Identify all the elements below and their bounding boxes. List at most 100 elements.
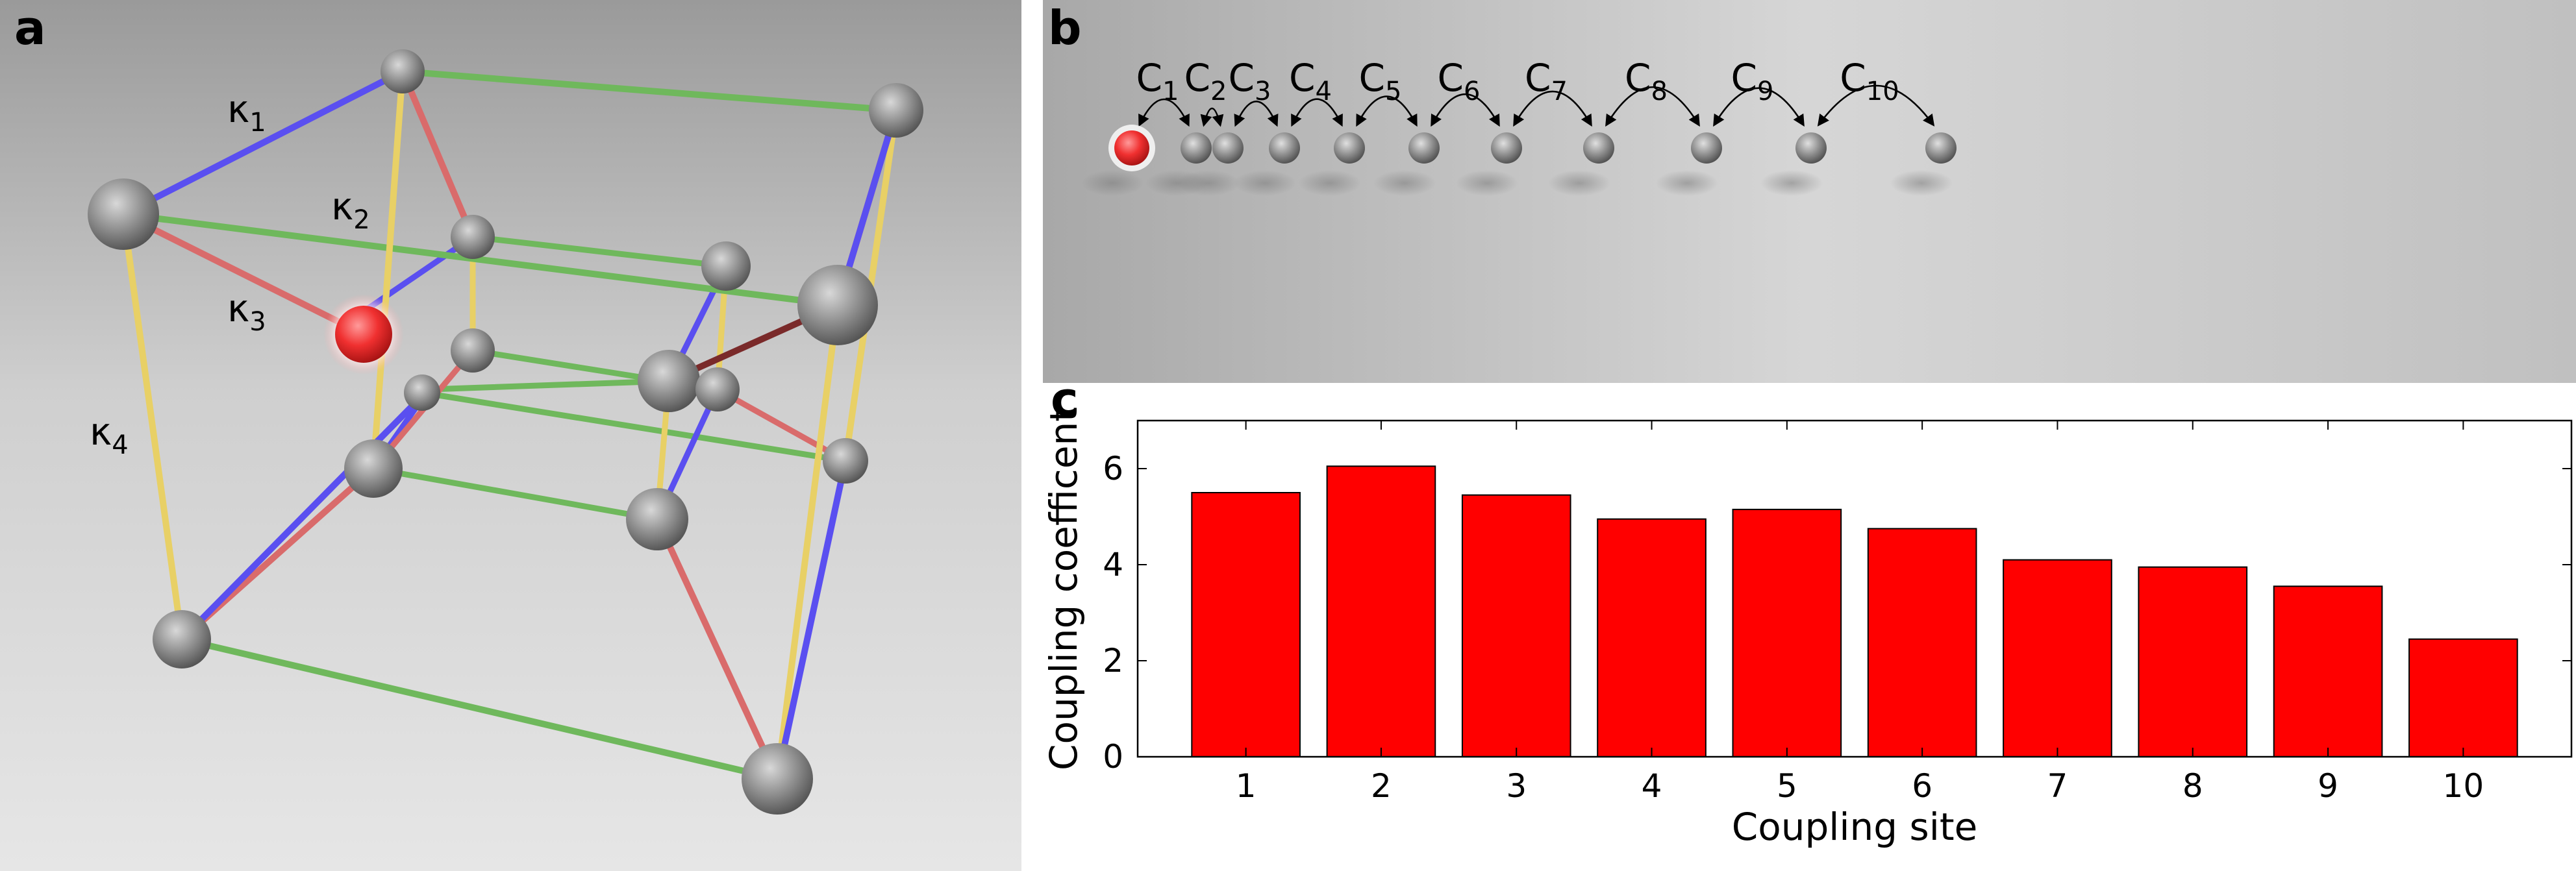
- chain-site-shadow: [1760, 170, 1823, 196]
- bar-site-1: [1191, 492, 1301, 757]
- chain-site-shadow: [1456, 170, 1518, 196]
- x-tick-label: 9: [2318, 767, 2338, 805]
- coupling-label-c9: C9: [1731, 56, 1774, 106]
- kappa-labels: κ1 κ2 κ3 κ4: [90, 87, 370, 460]
- bar-site-5: [1732, 508, 1842, 757]
- panel-label-c: c: [1051, 383, 1079, 426]
- coupling-label-c5: C5: [1359, 56, 1402, 106]
- lattice-site: [153, 610, 211, 669]
- panel-a-lattice: a: [0, 0, 1021, 871]
- coupling-label-c4: C4: [1289, 56, 1332, 106]
- chain-site: [1408, 132, 1440, 164]
- x-axis-title: Coupling site: [1732, 805, 1978, 849]
- chain-shadows: [1081, 170, 1953, 196]
- coupling-label-c6: C6: [1438, 56, 1481, 106]
- coupling-arrow: [1605, 86, 1700, 127]
- bar-site-3: [1461, 494, 1571, 757]
- chain-site: [1925, 132, 1957, 164]
- highlight-site: [335, 306, 392, 363]
- chain-site-shadow: [1234, 170, 1296, 196]
- kappa-3-label: κ3: [227, 286, 266, 337]
- bar-site-2: [1326, 465, 1436, 758]
- lattice-site: [404, 374, 440, 411]
- coupling-arrow: [1200, 108, 1224, 127]
- bar-site-10: [2408, 638, 2518, 758]
- bar-site-4: [1597, 518, 1707, 757]
- chain-site-shadow: [1373, 170, 1436, 196]
- chain-site-shadow: [1656, 170, 1718, 196]
- lattice-site: [344, 439, 403, 498]
- x-tick-label: 8: [2182, 767, 2203, 805]
- chain-site: [1334, 132, 1365, 164]
- chain-excited-site: [1114, 130, 1149, 166]
- lattice-site: [451, 215, 495, 259]
- coupling-label-c3: C3: [1229, 56, 1271, 106]
- chain-site-shadow: [1177, 170, 1240, 196]
- x-tick-label: 2: [1371, 767, 1392, 805]
- lattice-site: [626, 488, 688, 550]
- coupling-arrow: [1356, 95, 1418, 127]
- coupling-label-c8: C8: [1625, 56, 1668, 106]
- kappa-2-label: κ2: [331, 184, 370, 235]
- chain-site-shadow: [1299, 170, 1361, 196]
- chain-site: [1491, 132, 1522, 164]
- lattice-site: [797, 265, 878, 345]
- x-tick-label: 1: [1236, 767, 1257, 805]
- coupling-arrow: [1138, 98, 1190, 127]
- lattice-site: [695, 367, 740, 411]
- y-axis-title: Coupling coefficent: [1043, 407, 1086, 770]
- chain-site: [1795, 132, 1827, 164]
- lattice-site: [823, 438, 868, 484]
- lattice-sites: [88, 49, 923, 815]
- panel-label-a: a: [14, 1, 46, 55]
- x-tick-label: 10: [2443, 767, 2484, 805]
- x-tick-label: 6: [1912, 767, 1932, 805]
- coupling-arrow: [1817, 84, 1935, 127]
- chain-arcs: [1138, 84, 1935, 127]
- coupling-arrow: [1713, 87, 1805, 127]
- kappa-1-label: κ1: [227, 87, 266, 138]
- lattice-site: [451, 328, 495, 373]
- lattice-site: [869, 83, 923, 138]
- coupling-arrow: [1291, 98, 1343, 127]
- coupling-label-c7: C7: [1525, 56, 1568, 106]
- lattice-site: [381, 49, 425, 93]
- bar-site-8: [2138, 566, 2248, 757]
- lattice-site: [701, 241, 751, 291]
- panel-label-b: b: [1048, 1, 1082, 55]
- chain-sites: [1108, 125, 1957, 171]
- chain-site: [1583, 132, 1614, 164]
- lattice-site: [742, 743, 813, 815]
- lattice-site: [638, 350, 700, 412]
- chain-site-shadow: [1890, 170, 1953, 196]
- coupling-arrow: [1513, 90, 1592, 127]
- chain-site-shadow: [1548, 170, 1610, 196]
- coupling-label-c2: C2: [1184, 56, 1227, 106]
- x-tick-label: 4: [1642, 767, 1662, 805]
- chain-site: [1691, 132, 1722, 164]
- bar-site-6: [1867, 528, 1977, 757]
- bar-site-9: [2273, 585, 2383, 757]
- coupling-arrow: [1234, 101, 1279, 127]
- y-tick-label: 4: [1103, 546, 1123, 583]
- chain-site: [1212, 132, 1244, 164]
- x-tick-label: 3: [1506, 767, 1527, 805]
- lattice-site: [88, 178, 159, 250]
- lattice-figure: a: [0, 0, 1021, 871]
- bars: [1191, 465, 2518, 758]
- coupling-arrow: [1431, 93, 1500, 127]
- x-tick-label: 7: [2047, 767, 2068, 805]
- coupling-label-c1: C1: [1136, 56, 1179, 106]
- chain-site: [1181, 132, 1212, 164]
- kappa-4-label: κ4: [90, 410, 129, 460]
- chain-site: [1269, 132, 1300, 164]
- coupling-label-c10: C10: [1840, 56, 1899, 106]
- y-tick-label: 0: [1103, 738, 1123, 776]
